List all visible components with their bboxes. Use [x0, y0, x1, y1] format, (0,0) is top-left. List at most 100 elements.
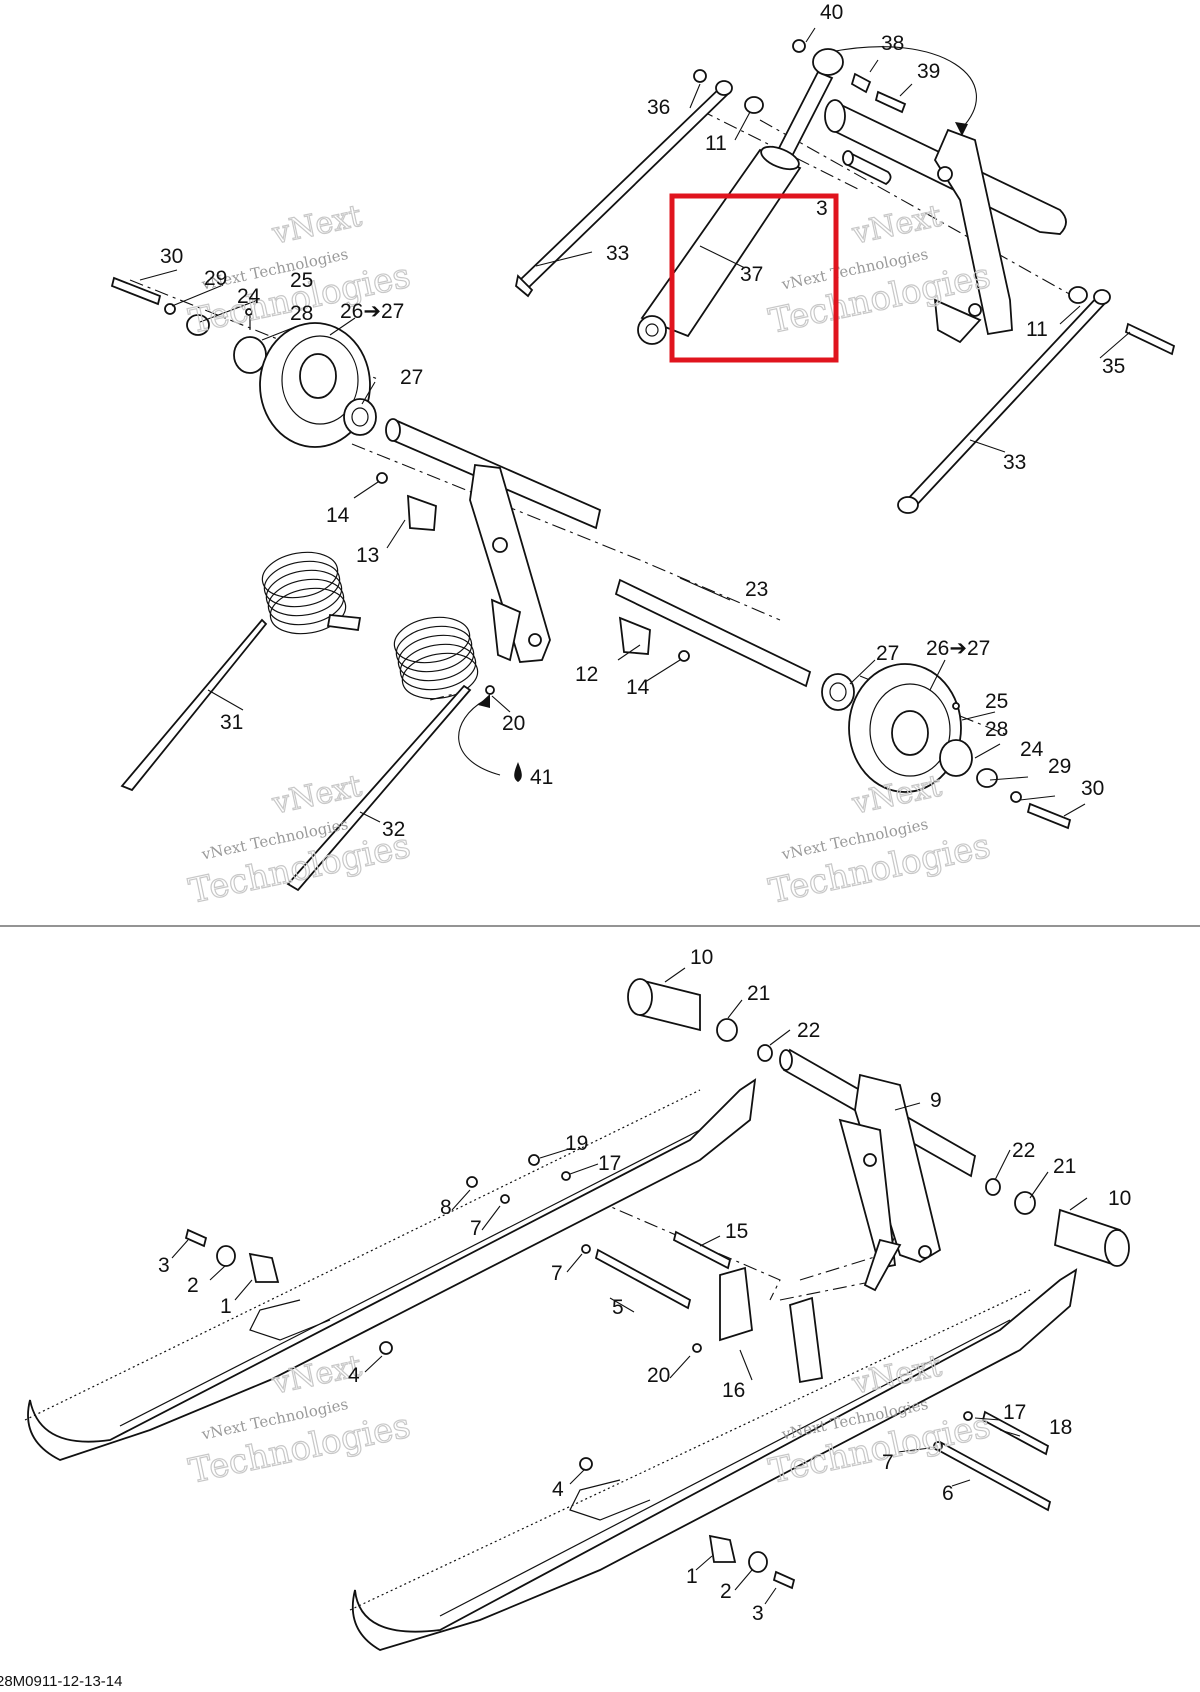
callout-2: 2 [720, 1580, 732, 1603]
stopper-1-lower [708, 1534, 737, 1563]
callout-6: 6 [942, 1482, 954, 1505]
callout-4: 4 [348, 1364, 360, 1387]
callout-22: 22 [797, 1019, 820, 1042]
nut-40 [792, 39, 806, 53]
watermark-mid-right: vNext vNext Technologies Technologies [765, 768, 995, 912]
callout-18: 18 [1049, 1416, 1072, 1439]
link-33-right [897, 289, 1111, 514]
callout-27: 27 [876, 642, 899, 665]
callout-11: 11 [705, 132, 727, 155]
cross-shaft-5 [594, 1248, 692, 1310]
callout-13: 13 [356, 544, 379, 567]
svg-text:vNext: vNext [849, 199, 945, 252]
spacer-2-lower [748, 1551, 768, 1573]
callout-24: 24 [237, 285, 261, 308]
upper-assembly [110, 27, 1176, 892]
callout-20: 20 [647, 1364, 670, 1387]
bracket-16-right [789, 1296, 823, 1384]
callout-33: 33 [1003, 451, 1026, 474]
bracket-16-left [719, 1266, 753, 1342]
callout-17: 17 [1003, 1401, 1026, 1424]
nut-36 [693, 69, 707, 83]
bearing-block-12 [618, 616, 651, 655]
washer-22-upper [757, 1044, 773, 1062]
callout-24: 24 [1020, 738, 1044, 761]
callout-3: 3 [158, 1254, 170, 1277]
front-arm-upper [385, 418, 812, 688]
drawing-code: 28M0911-12-13-14 [0, 1673, 122, 1690]
pin-3-upper [842, 150, 892, 186]
nut-4-lower [579, 1457, 593, 1471]
callout-22: 22 [1012, 1139, 1035, 1162]
callout-5: 5 [612, 1296, 624, 1319]
callout-7: 7 [551, 1262, 563, 1285]
screw-3-lower [772, 1570, 796, 1590]
grease-fitting-20-lower [692, 1343, 702, 1353]
callout-32: 32 [382, 818, 405, 841]
washer-17-lower [963, 1411, 973, 1421]
callout-35: 35 [1102, 355, 1125, 378]
watermark-bottom-left: vNext vNext Technologies Technologies [185, 1348, 415, 1492]
spacer-38 [850, 72, 872, 94]
washer-7-upper [500, 1194, 510, 1204]
callout-10: 10 [1108, 1187, 1131, 1210]
torsion-spring-32 [286, 616, 479, 892]
svg-text:vNext: vNext [849, 769, 945, 822]
callout-26-27: 26➔27 [926, 637, 990, 660]
callout-36: 36 [647, 96, 670, 119]
callout-11: 11 [1026, 318, 1048, 341]
callout-25: 25 [985, 690, 1008, 713]
callout-1: 1 [686, 1565, 698, 1588]
callout-31: 31 [220, 711, 243, 734]
nut-19 [528, 1154, 540, 1166]
callout-9: 9 [930, 1089, 942, 1112]
bolt-39 [874, 90, 907, 114]
callout-2: 2 [187, 1274, 199, 1297]
callout-30: 30 [1081, 777, 1104, 800]
callout-29: 29 [204, 267, 227, 290]
callout-10: 10 [690, 946, 713, 969]
callout-41: 41 [530, 766, 553, 789]
callout-33: 33 [606, 242, 629, 265]
callout-37: 37 [740, 263, 763, 286]
bushing-11-upper [744, 96, 764, 114]
rear-arm-upper [824, 99, 1067, 344]
callout-14: 14 [326, 504, 350, 527]
highlight-box [669, 193, 839, 363]
nut-8 [466, 1176, 478, 1188]
washer-14-lower [678, 650, 690, 662]
nut-4-upper [379, 1341, 393, 1355]
callout-7: 7 [470, 1217, 482, 1240]
torsion-spring-31 [120, 551, 362, 792]
callout-40: 40 [820, 1, 843, 24]
callout-29: 29 [1048, 755, 1071, 778]
spacer-2-upper [216, 1245, 236, 1267]
callout-39: 39 [917, 60, 940, 83]
bushing-11-right [1068, 286, 1088, 304]
bolt-18 [981, 1410, 1050, 1456]
callout-3: 3 [752, 1602, 764, 1625]
callout-28: 28 [290, 302, 313, 325]
callout-25: 25 [290, 269, 313, 292]
callout-7: 7 [882, 1451, 894, 1474]
callout-23: 23 [745, 578, 768, 601]
callout-20: 20 [502, 712, 525, 735]
washer-7-lower [933, 1441, 943, 1451]
screw-3-upper [184, 1228, 208, 1248]
front-arm-9 [779, 1048, 977, 1292]
slide-rail-right [351, 1268, 1078, 1651]
shaft-15 [672, 1230, 732, 1270]
callout-4: 4 [552, 1478, 564, 1501]
stopper-1-upper [248, 1252, 280, 1283]
callout-1: 1 [220, 1295, 232, 1318]
callout-12: 12 [575, 663, 598, 686]
idler-wheel-right [821, 663, 1072, 830]
callout-15: 15 [725, 1220, 748, 1243]
callout-30: 30 [160, 245, 183, 268]
washer-22-lower [985, 1178, 1001, 1196]
grease-fitting-20 [485, 685, 495, 695]
bolt-35 [1124, 322, 1176, 356]
lower-assembly [24, 967, 1130, 1651]
callout-38: 38 [881, 32, 904, 55]
